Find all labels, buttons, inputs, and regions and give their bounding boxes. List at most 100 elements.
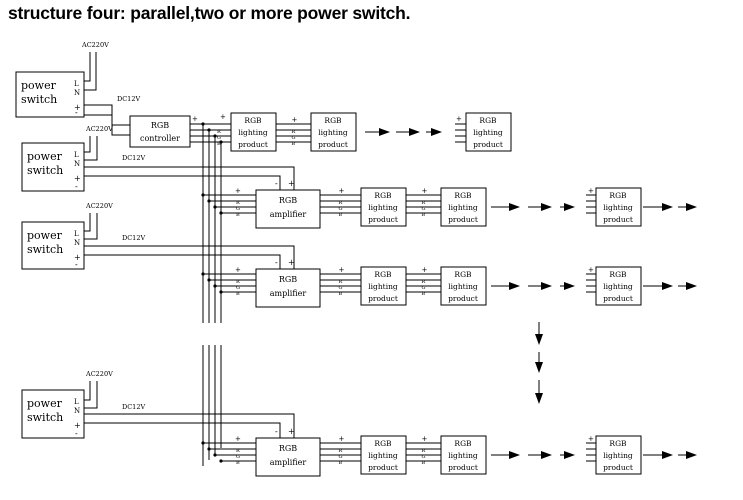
terminal-n-label: N xyxy=(74,239,80,247)
bus-plus-label: + xyxy=(422,266,428,274)
lighting-product xyxy=(360,266,407,306)
lighting-product-label: lighting xyxy=(318,128,348,137)
power-switch-label: switch xyxy=(27,164,63,177)
lighting-product-label: lighting xyxy=(473,128,503,137)
arrow-head xyxy=(564,451,575,459)
amplifier-label: RGB xyxy=(279,275,297,284)
lighting-product-label: lighting xyxy=(238,128,268,137)
lighting-product xyxy=(595,187,642,227)
bus-letter-label: R xyxy=(422,200,426,206)
wire xyxy=(84,52,91,82)
arrow-head xyxy=(509,451,520,459)
dc-minus-wire xyxy=(84,422,281,438)
lighting-product-label: lighting xyxy=(448,282,478,291)
amplifier-plus-label: + xyxy=(288,179,295,188)
bus-plus-label: + xyxy=(588,187,594,195)
terminal-n-label: N xyxy=(74,160,80,168)
amplifier xyxy=(255,437,321,477)
arrow-head xyxy=(686,451,697,459)
dc-plus-wire xyxy=(84,166,295,190)
lighting-product-label: lighting xyxy=(448,451,478,460)
wire xyxy=(84,213,91,232)
arrow-head xyxy=(409,128,420,136)
terminal-l-label: L xyxy=(74,398,79,406)
terminal-plus-label: + xyxy=(74,421,81,430)
power-switch-label: switch xyxy=(21,93,57,106)
arrow-head xyxy=(662,282,673,290)
lighting-product-label: lighting xyxy=(368,203,398,212)
bus-letter-label: R xyxy=(422,448,426,454)
terminal-l-label: L xyxy=(74,151,79,159)
bus-plus-label: + xyxy=(220,113,226,121)
bus-letter-label: B xyxy=(422,291,426,297)
junction-dot xyxy=(207,447,211,451)
rgb-bus: +RGB xyxy=(320,266,361,297)
power-switch-label: power xyxy=(27,150,63,163)
lighting-product xyxy=(440,435,487,475)
ac220v-label: AC220V xyxy=(81,41,109,49)
bus-plus-label: + xyxy=(235,187,241,195)
dc12v-label: DC12V xyxy=(122,154,145,162)
bus-letter-label: G xyxy=(422,454,426,460)
amplifier-minus-label: - xyxy=(275,258,278,267)
power-switch-label: switch xyxy=(27,243,63,256)
dc-minus-wire xyxy=(84,175,281,190)
bus-letter-label: G xyxy=(236,454,240,460)
rgb-bus: +RGB xyxy=(406,187,441,218)
bus-plus-label: + xyxy=(422,187,428,195)
wire-gap xyxy=(199,323,225,345)
lighting-product xyxy=(310,112,357,152)
bus-letter-label: G xyxy=(422,206,426,212)
dc12v-label: DC12V xyxy=(122,403,145,411)
terminal-minus-label: - xyxy=(75,429,78,438)
amplifier-label: RGB xyxy=(279,196,297,205)
terminal-plus-label: + xyxy=(74,103,81,112)
bus-letter-label: B xyxy=(339,460,343,466)
rgb-controller xyxy=(129,115,191,148)
terminal-minus-label: - xyxy=(75,182,78,191)
power-switch-box xyxy=(21,389,85,439)
arrow-head xyxy=(535,362,543,373)
power-switch-label: power xyxy=(21,79,57,92)
lighting-product-label: RGB xyxy=(454,270,472,279)
terminal-n-label: N xyxy=(74,89,80,97)
bus-letter-label: G xyxy=(339,206,343,212)
bus-letter-label: G xyxy=(422,285,426,291)
lighting-product xyxy=(360,187,407,227)
bus-plus-label: + xyxy=(339,435,345,443)
lighting-product-label: lighting xyxy=(603,203,633,212)
lighting-product-label: product xyxy=(603,215,633,224)
junction-dot xyxy=(213,453,217,457)
lighting-product-label: lighting xyxy=(448,203,478,212)
bus-letter-label: R xyxy=(217,129,221,135)
lighting-product-label: RGB xyxy=(479,116,497,125)
arrow-head xyxy=(662,203,673,211)
arrow-head xyxy=(541,203,552,211)
lighting-product-label: product xyxy=(448,215,478,224)
lighting-product-label: product xyxy=(473,140,503,149)
arrow-head xyxy=(686,282,697,290)
wire xyxy=(84,52,97,91)
lighting-product-label: RGB xyxy=(454,191,472,200)
arrow-head xyxy=(535,393,543,404)
arrow-head xyxy=(431,128,442,136)
arrow-head xyxy=(379,128,390,136)
amplifier-minus-label: - xyxy=(275,427,278,436)
bus-plus-label: + xyxy=(235,266,241,274)
wire xyxy=(84,213,98,240)
amplifier-label: amplifier xyxy=(270,458,307,467)
lighting-product-label: RGB xyxy=(374,270,392,279)
terminal-plus-label: + xyxy=(74,253,81,262)
lighting-product-label: RGB xyxy=(454,439,472,448)
ac220v-label: AC220V xyxy=(85,202,113,210)
lighting-product xyxy=(465,112,512,152)
amplifier-plus-label: + xyxy=(288,427,295,436)
lighting-product-label: RGB xyxy=(609,439,627,448)
amplifier-plus-label: + xyxy=(288,258,295,267)
terminal-minus-label: - xyxy=(75,108,78,117)
ac220v-label: AC220V xyxy=(85,125,113,133)
junction-dot xyxy=(219,140,223,144)
bus-letter-label: B xyxy=(339,291,343,297)
bus-plus-label: + xyxy=(588,266,594,274)
